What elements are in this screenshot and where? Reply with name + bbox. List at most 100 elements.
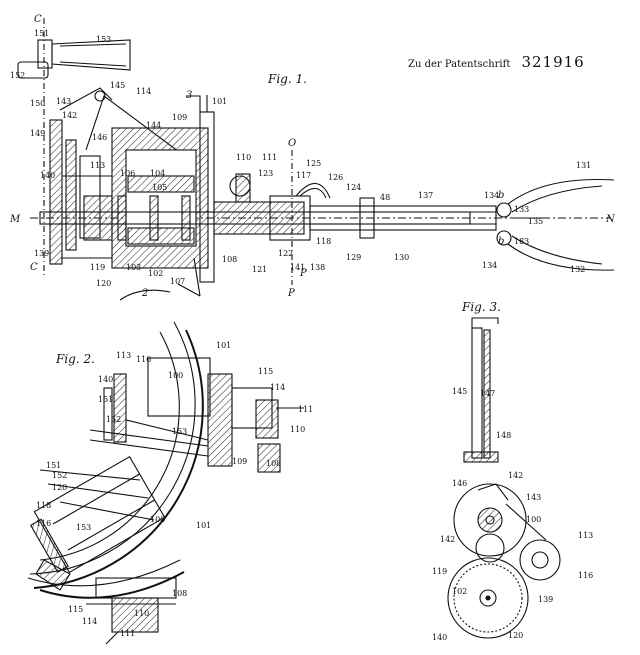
fig3-ref-label: 120 (508, 631, 523, 640)
fig2-ref-label: 108 (172, 589, 187, 598)
fig1-ref-label: 103 (126, 263, 141, 272)
fig1-ref-label: 153 (96, 35, 111, 44)
fig2-ref-label: 153 (76, 523, 91, 532)
fig1-title: Fig. 1. (268, 72, 307, 86)
fig1-ref-label: 135 (528, 217, 543, 226)
fig1-ref-label: 132 (570, 265, 585, 274)
fig2-ref-label: 101 (196, 521, 211, 530)
fig3-ref-label: 146 (452, 479, 467, 488)
fig2-ref-label: 151 (98, 395, 113, 404)
fig2-ref-label: 113 (116, 351, 131, 360)
fig2-ref-label: 115 (258, 367, 273, 376)
fig1-ref-label: 146 (92, 133, 107, 142)
fig3-ref-label: 148 (496, 431, 511, 440)
fig2-ref-label: 153 (172, 427, 187, 436)
fig1-ref-label: 120 (96, 279, 111, 288)
fig3-ref-label: 102 (452, 587, 467, 596)
fig1-ref-label: 48 (380, 193, 390, 202)
fig1-ref-label: 138 (310, 263, 325, 272)
fig1-ref-label: 106 (120, 169, 135, 178)
fig2-ref-label: 118 (36, 501, 51, 510)
patent-number: 321916 (521, 53, 585, 71)
fig3-ref-label: 100 (526, 515, 541, 524)
fig1-section-label: M (9, 214, 21, 225)
fig1-ref-label: 144 (146, 121, 161, 130)
fig2-ref-label: 116 (136, 355, 151, 364)
fig1-ref-label: 110 (236, 153, 251, 162)
fig1-ref-label: 134 (482, 261, 497, 270)
fig3-ref-label: 142 (508, 471, 523, 480)
fig2-ref-label: 140 (98, 375, 113, 384)
fig1-ref-label: 108 (222, 255, 237, 264)
patent-header: Zu der Patentschrift 321916 (408, 52, 585, 71)
fig2-ref-label: 116 (36, 519, 51, 528)
fig1-drawing (17, 18, 615, 301)
fig2-ref-label: 111 (120, 629, 135, 638)
fig1-ref-label: 119 (90, 263, 105, 272)
fig1-section-label: 2 (141, 288, 148, 299)
fig1-ref-label: 121 (252, 265, 267, 274)
fig1-ref-label: 124 (346, 183, 361, 192)
fig2-title: Fig. 2. (56, 352, 95, 366)
fig2-ref-label: 114 (270, 383, 285, 392)
fig1-ref-label: 129 (346, 253, 361, 262)
fig3-title: Fig. 3. (462, 300, 501, 314)
fig3-drawing (447, 317, 561, 639)
fig3-ref-label: 113 (578, 531, 593, 540)
fig3-ref-label: 145 (452, 387, 467, 396)
fig1-ref-label: 150 (30, 99, 45, 108)
fig1-ref-label: 114 (136, 87, 151, 96)
fig2-ref-label: 110 (290, 425, 305, 434)
fig2-ref-label: 120 (52, 483, 67, 492)
reference-label-layer: C C M N O PPb b 3 2 151 153 152 145 114 150 143 101 109 14… (9, 14, 616, 642)
fig1-section-label: N (605, 214, 616, 225)
fig1-ref-label: 142 (62, 111, 77, 120)
fig2-ref-label: 109 (232, 457, 247, 466)
fig3-ref-label: 140 (432, 633, 447, 642)
fig1-ref-label: 125 (306, 159, 321, 168)
fig1-section-label: 3 (186, 90, 192, 101)
fig1-section-label: C (30, 262, 38, 273)
fig2-ref-label: 111 (298, 405, 313, 414)
fig1-section-label: P (299, 268, 307, 279)
fig1-ref-label: 113 (90, 161, 105, 170)
fig1-ref-label: 105 (152, 183, 167, 192)
fig3-ref-label: 147 (480, 389, 495, 398)
fig2-ref-label: 152 (52, 471, 67, 480)
fig1-section-label: O (288, 138, 296, 149)
fig3-ref-label: 142 (440, 535, 455, 544)
fig2-ref-label: 114 (82, 617, 97, 626)
fig1-ref-label: 137 (418, 191, 433, 200)
patent-header-text: Zu der Patentschrift (408, 59, 511, 70)
fig1-section-label: b (498, 236, 504, 247)
fig2-ref-label: 100 (150, 515, 165, 524)
fig1-ref-label: 141 (290, 263, 305, 272)
fig1-ref-label: 118 (316, 237, 331, 246)
fig1-ref-label: 111 (262, 153, 277, 162)
fig1-ref-label: 130 (394, 253, 409, 262)
fig1-section-label: P (287, 288, 295, 299)
fig2-ref-label: 151 (46, 461, 61, 470)
fig1-section-label: C (34, 14, 42, 25)
fig1-ref-label: 122 (278, 249, 293, 258)
fig1-ref-label: 139 (34, 249, 49, 258)
fig1-ref-label: 107 (170, 277, 185, 286)
fig2-ref-label: 108 (266, 459, 281, 468)
fig3-ref-label: 139 (538, 595, 553, 604)
fig3-ref-label: 116 (578, 571, 593, 580)
fig1-ref-label: 134 (484, 191, 499, 200)
fig1-ref-label: 109 (172, 113, 187, 122)
fig1-ref-label: 152 (10, 71, 25, 80)
fig1-ref-label: 117 (296, 171, 311, 180)
fig2-ref-label: 100 (168, 371, 183, 380)
fig1-ref-label: 102 (148, 269, 163, 278)
fig2-drawing (27, 321, 304, 645)
fig2-ref-label: 152 (106, 415, 121, 424)
fig1-ref-label: 126 (328, 173, 343, 182)
fig1-ref-label: 123 (258, 169, 273, 178)
fig2-ref-label: 101 (216, 341, 231, 350)
fig1-ref-label: 104 (150, 169, 165, 178)
fig1-ref-label: 143 (56, 97, 71, 106)
fig1-section-label: b (498, 190, 504, 201)
